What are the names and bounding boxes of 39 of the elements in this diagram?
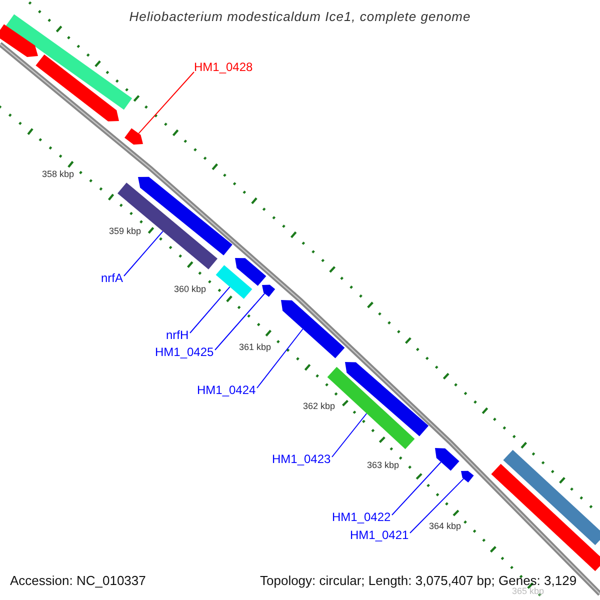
gene-label: HM1_0424 bbox=[197, 384, 256, 396]
gene-block bbox=[461, 470, 474, 482]
title: Heliobacterium modesticaldum Ice1, complete genome bbox=[128, 10, 472, 23]
gene-label: nrfH bbox=[166, 329, 189, 341]
tick-label: 365 kbp bbox=[512, 587, 544, 596]
gene-block bbox=[281, 300, 345, 358]
leader-line bbox=[190, 286, 230, 334]
gene-block bbox=[235, 258, 266, 286]
gene-block bbox=[503, 450, 600, 546]
leader-line bbox=[332, 413, 368, 458]
gene-label: HM1_0421 bbox=[350, 529, 409, 541]
tick-label: 358 kbp bbox=[42, 170, 74, 179]
leader-line bbox=[392, 462, 442, 516]
accession-text: Accession: NC_010337 bbox=[10, 574, 146, 587]
tick-label: 360 kbp bbox=[174, 285, 206, 294]
leader-line bbox=[138, 72, 194, 134]
gene-block bbox=[36, 54, 119, 122]
gene-block bbox=[491, 464, 600, 572]
leader-line bbox=[410, 478, 464, 534]
leader-line bbox=[256, 328, 304, 388]
gene-label: HM1_0423 bbox=[272, 453, 331, 465]
gene-block bbox=[124, 128, 143, 145]
gene-label: nrfA bbox=[101, 272, 124, 284]
tick-label: 359 kbp bbox=[109, 227, 142, 236]
tick-label: 361 kbp bbox=[239, 343, 272, 352]
gene-block bbox=[0, 24, 38, 57]
gene-block bbox=[262, 284, 276, 297]
tick-label: 363 kbp bbox=[367, 461, 400, 470]
genome-info-text: Topology: circular; Length: 3,075,407 bp; Genes: 3,129 bbox=[260, 574, 577, 587]
leader-line bbox=[214, 293, 266, 350]
tick-label: 362 kbp bbox=[303, 402, 336, 411]
gene-block bbox=[345, 362, 429, 436]
tick-label: 364 kbp bbox=[429, 522, 462, 531]
gene-label: HM1_0425 bbox=[155, 346, 214, 358]
leader-line bbox=[124, 230, 164, 276]
gene-label: HM1_0428 bbox=[194, 61, 253, 73]
gene-block bbox=[216, 265, 252, 299]
gene-label: HM1_0422 bbox=[332, 511, 391, 523]
gene-block bbox=[435, 448, 460, 471]
